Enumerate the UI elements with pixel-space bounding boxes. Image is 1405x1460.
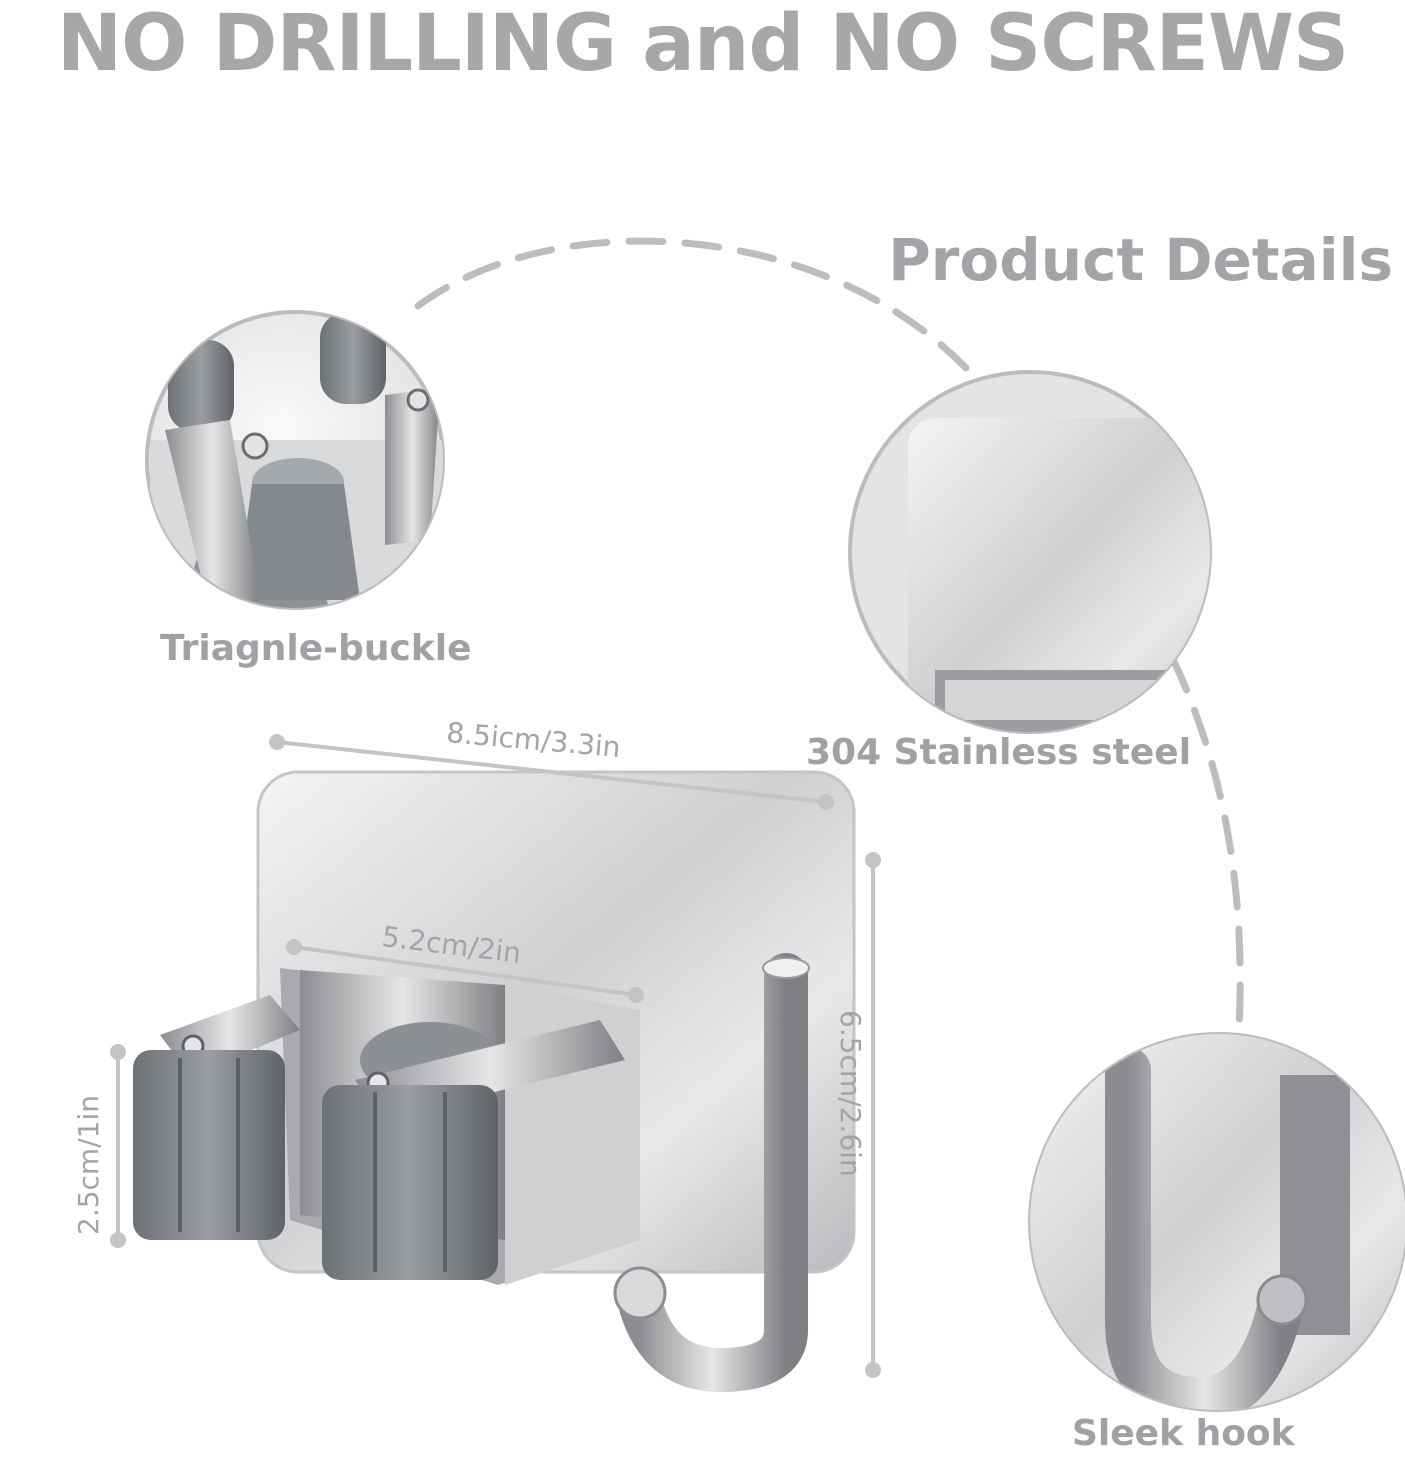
triangle-buckle-detail	[145, 310, 445, 610]
triangle-buckle-label: Triagnle-buckle	[160, 628, 472, 669]
sleek-hook-detail	[1028, 1032, 1405, 1412]
stainless-steel-label: 304 Stainless steel	[806, 732, 1192, 773]
plate-height-label: 6.5cm/2.6in	[834, 1010, 867, 1177]
sleek-hook-label: Sleek hook	[1072, 1413, 1295, 1454]
clip-height-label: 2.5cm/1in	[72, 1095, 105, 1235]
mop-holder-product	[133, 770, 856, 1393]
stainless-steel-detail	[848, 370, 1212, 734]
headline: NO DRILLING and NO SCREWS	[56, 0, 1349, 89]
dimension-lines	[110, 734, 881, 1378]
section-title: Product Details	[888, 226, 1393, 294]
